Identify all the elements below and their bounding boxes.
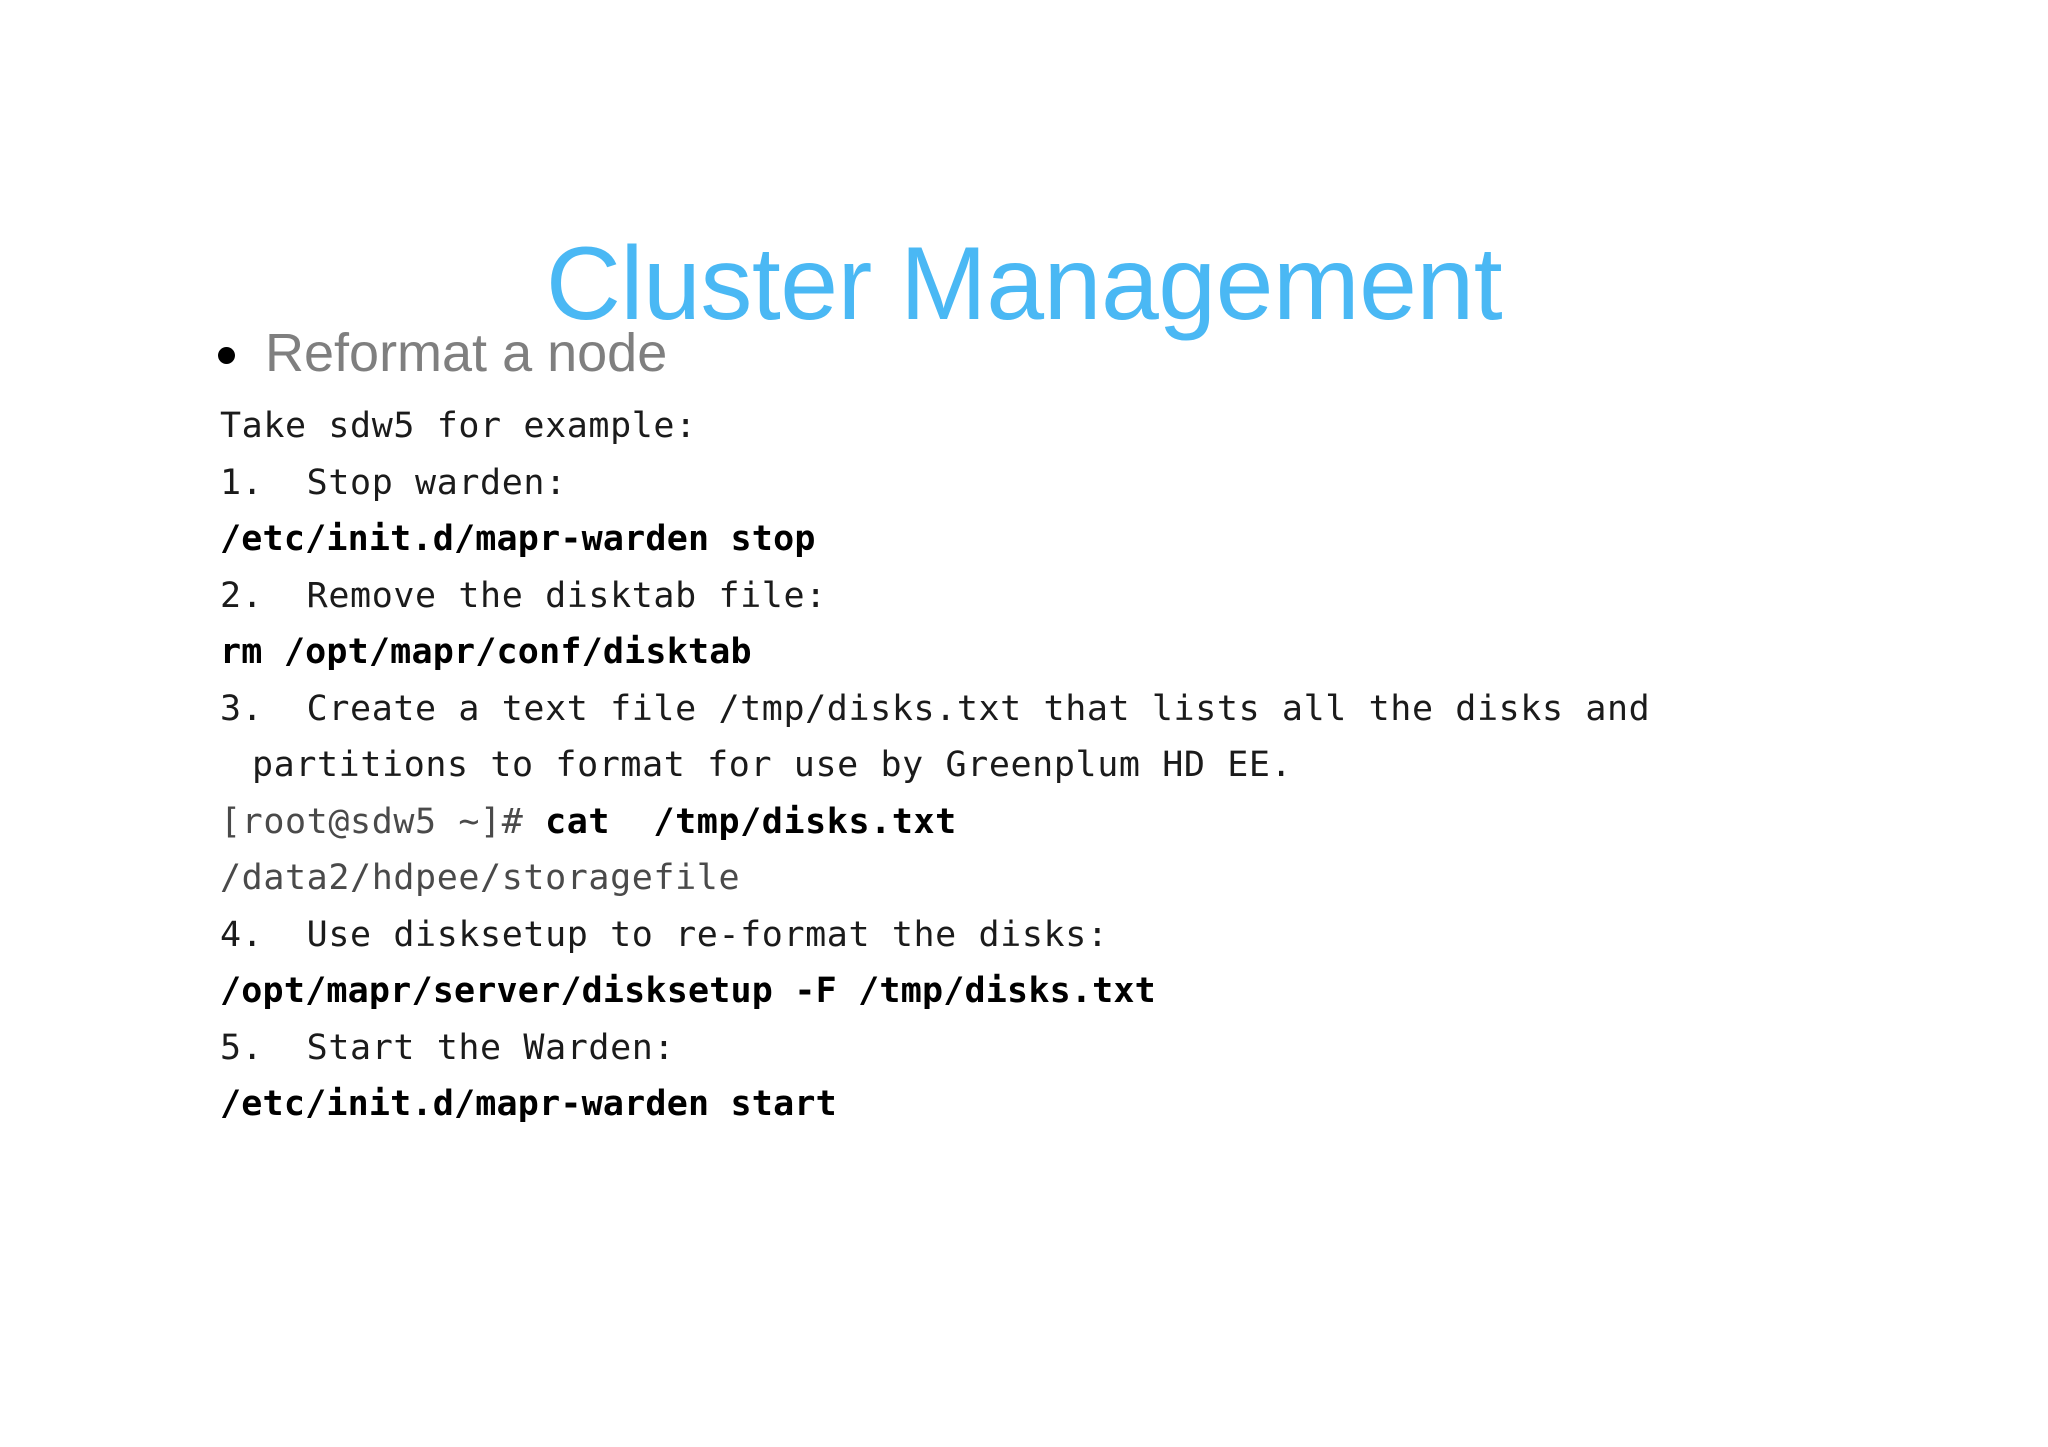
line-intro: Take sdw5 for example: — [220, 406, 697, 446]
line-step-4: 4. Use disksetup to re-format the disks: — [220, 914, 1109, 955]
line-step-1: 1. Stop warden: — [220, 462, 567, 503]
line-step-3: 3. Create a text file /tmp/disks.txt tha… — [220, 688, 1651, 729]
bullet-dot-icon — [218, 346, 235, 364]
line-shell-prompt: [root@sdw5 ~]# cat /tmp/disks.txt — [220, 794, 2000, 851]
line-step-2: 2. Remove the disktab file: — [220, 575, 827, 616]
page-title: Cluster Management — [545, 225, 1503, 342]
line-command-disksetup: /opt/mapr/server/disksetup -F /tmp/disks… — [220, 971, 1156, 1011]
line-step-3-continued: partitions to format for use by Greenplu… — [252, 745, 1293, 785]
line-step-5: 5. Start the Warden: — [220, 1027, 676, 1068]
instruction-body: Take sdw5 for example: 1. Stop warden: /… — [220, 398, 2000, 1133]
shell-prompt-text: [root@sdw5 ~]# — [220, 801, 546, 842]
line-command-remove-disktab: rm /opt/mapr/conf/disktab — [220, 632, 752, 672]
line-command-stop-warden: /etc/init.d/mapr-warden stop — [220, 519, 816, 559]
shell-command-cat: cat /tmp/disks.txt — [545, 801, 957, 842]
line-command-start-warden: /etc/init.d/mapr-warden start — [220, 1084, 837, 1124]
bullet-item-reformat-a-node: Reformat a node — [218, 326, 667, 380]
line-shell-output: /data2/hdpee/storagefile — [220, 858, 741, 898]
bullet-item-label: Reformat a node — [265, 323, 668, 383]
